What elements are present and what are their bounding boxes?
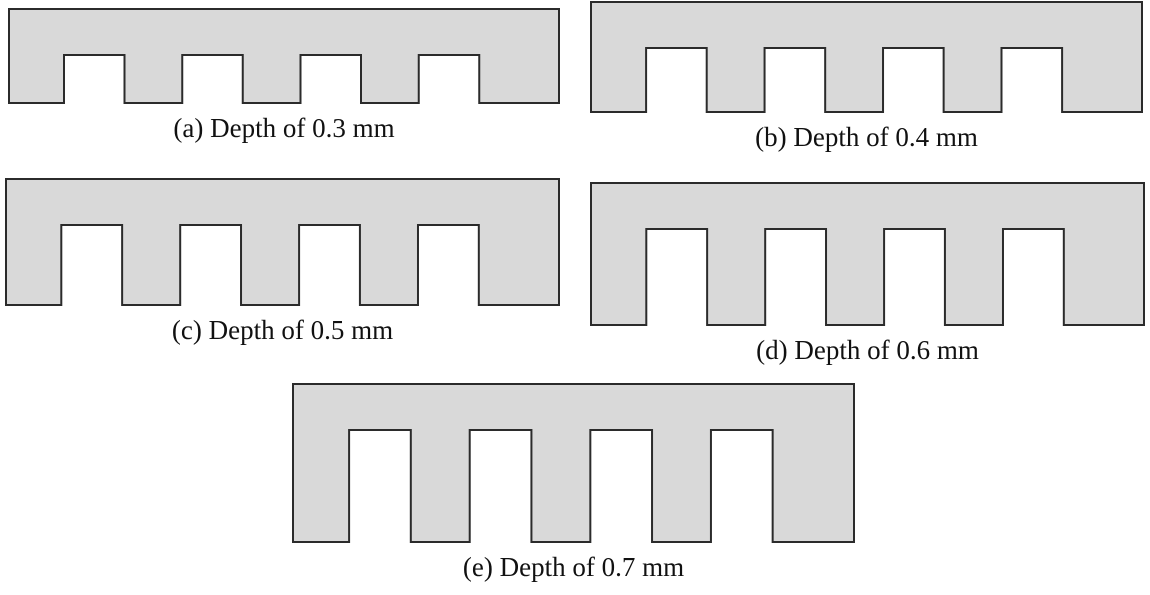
panel-depth-0-3: (a) Depth of 0.3 mm <box>8 8 560 144</box>
panel-depth-0-7: (e) Depth of 0.7 mm <box>292 383 855 583</box>
comb-profile-b <box>590 1 1143 113</box>
panel-caption-c: (c) Depth of 0.5 mm <box>171 315 394 345</box>
panel-caption-d: (d) Depth of 0.6 mm <box>756 335 979 365</box>
panel-depth-0-4: (b) Depth of 0.4 mm <box>590 1 1143 153</box>
panel-caption-e: (e) Depth of 0.7 mm <box>462 552 685 582</box>
panel-depth-0-6: (d) Depth of 0.6 mm <box>590 182 1145 366</box>
comb-profile-c <box>5 178 560 306</box>
comb-profile-e <box>292 383 855 543</box>
comb-profile-d <box>590 182 1145 326</box>
panel-caption-b: (b) Depth of 0.4 mm <box>755 122 978 152</box>
panel-caption-a: (a) Depth of 0.3 mm <box>173 113 395 143</box>
panel-depth-0-5: (c) Depth of 0.5 mm <box>5 178 560 346</box>
comb-profile-a <box>8 8 560 104</box>
